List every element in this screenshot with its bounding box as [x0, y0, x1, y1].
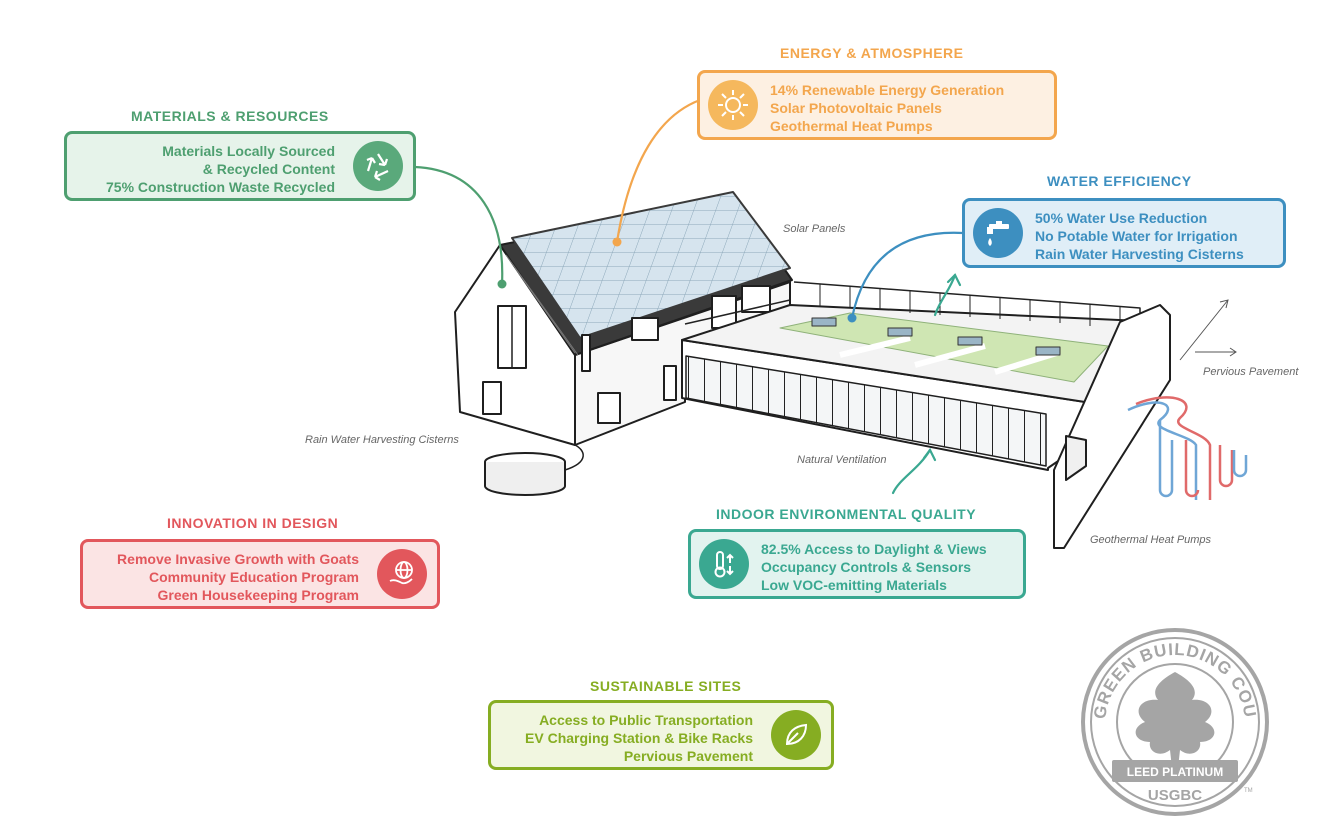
recycle-icon [353, 141, 403, 191]
window [663, 365, 677, 401]
water-box: 50% Water Use Reduction No Potable Water… [962, 198, 1286, 268]
materials-box: Materials Locally Sourced & Recycled Con… [64, 131, 416, 201]
materials-title: MATERIALS & RESOURCES [131, 108, 329, 124]
window [482, 381, 502, 415]
thermometer-icon [699, 539, 749, 589]
sites-title: SUSTAINABLE SITES [590, 678, 742, 694]
energy-connector [615, 98, 701, 243]
materials-line: Materials Locally Sourced [162, 143, 335, 159]
oak-leaf-icon [1135, 672, 1215, 768]
pavement-arrows [1179, 299, 1237, 361]
geothermal-label: Geothermal Heat Pumps [1090, 534, 1212, 546]
materials-line: & Recycled Content [202, 161, 335, 177]
building [454, 191, 1171, 549]
solar-array [511, 191, 791, 339]
globe-hand-icon [377, 549, 427, 599]
water-line: 50% Water Use Reduction [1035, 210, 1208, 226]
materials-line: 75% Construction Waste Recycled [106, 179, 335, 195]
water-line: No Potable Water for Irrigation [1035, 228, 1238, 244]
innovation-line: Green Housekeeping Program [157, 587, 359, 603]
water-title: WATER EFFICIENCY [1047, 173, 1192, 189]
materials-connector [414, 165, 504, 285]
innovation-line: Remove Invasive Growth with Goats [117, 551, 359, 567]
energy-lines: 14% Renewable Energy Generation Solar Ph… [770, 81, 1004, 135]
materials-lines: Materials Locally Sourced & Recycled Con… [106, 142, 335, 196]
glazing [685, 355, 1047, 467]
energy-title: ENERGY & ATMOSPHERE [780, 45, 964, 61]
solar-panels-label: Solar Panels [783, 223, 846, 235]
innovation-lines: Remove Invasive Growth with Goats Commun… [117, 550, 359, 604]
water-lines: 50% Water Use Reduction No Potable Water… [1035, 209, 1244, 263]
leaf-icon [771, 710, 821, 760]
window [631, 317, 659, 341]
natural-ventilation-label: Natural Ventilation [797, 454, 887, 466]
innovation-title: INNOVATION IN DESIGN [167, 515, 339, 531]
indoor-line: Low VOC-emitting Materials [761, 577, 947, 593]
geothermal-loops [1127, 396, 1248, 500]
innovation-box: Remove Invasive Growth with Goats Commun… [80, 539, 440, 609]
sites-line: Pervious Pavement [623, 748, 753, 764]
sites-line: EV Charging Station & Bike Racks [525, 730, 753, 746]
rain-cistern-body [484, 462, 566, 496]
indoor-title: INDOOR ENVIRONMENTAL QUALITY [716, 506, 977, 522]
energy-box: 14% Renewable Energy Generation Solar Ph… [697, 70, 1057, 140]
innovation-line: Community Education Program [148, 569, 359, 585]
airflow-arrows [891, 273, 962, 495]
retaining-wall [1053, 304, 1171, 549]
indoor-line: Occupancy Controls & Sensors [761, 559, 972, 575]
seal-level: LEED PLATINUM [1127, 765, 1223, 779]
sites-lines: Access to Public Transportation EV Charg… [525, 711, 753, 765]
faucet-icon [973, 208, 1023, 258]
indoor-lines: 82.5% Access to Daylight & Views Occupan… [761, 540, 987, 594]
window [597, 392, 621, 424]
connectors [414, 98, 964, 323]
seal-org: USGBC [1148, 787, 1202, 804]
indoor-box: 82.5% Access to Daylight & Views Occupan… [688, 529, 1026, 599]
sites-line: Access to Public Transportation [539, 712, 753, 728]
sites-box: Access to Public Transportation EV Charg… [488, 700, 834, 770]
water-connector [850, 231, 964, 319]
water-line: Rain Water Harvesting Cisterns [1035, 246, 1244, 262]
svg-text:TM: TM [1244, 788, 1253, 794]
energy-line: Geothermal Heat Pumps [770, 118, 933, 134]
sun-icon [708, 80, 758, 130]
window [581, 334, 591, 372]
rain-water-label: Rain Water Harvesting Cisterns [305, 434, 459, 446]
pervious-pavement-label: Pervious Pavement [1203, 366, 1299, 378]
energy-line: 14% Renewable Energy Generation [770, 82, 1005, 98]
energy-line: Solar Photovoltaic Panels [770, 100, 942, 116]
indoor-line: 82.5% Access to Daylight & Views [761, 541, 987, 557]
